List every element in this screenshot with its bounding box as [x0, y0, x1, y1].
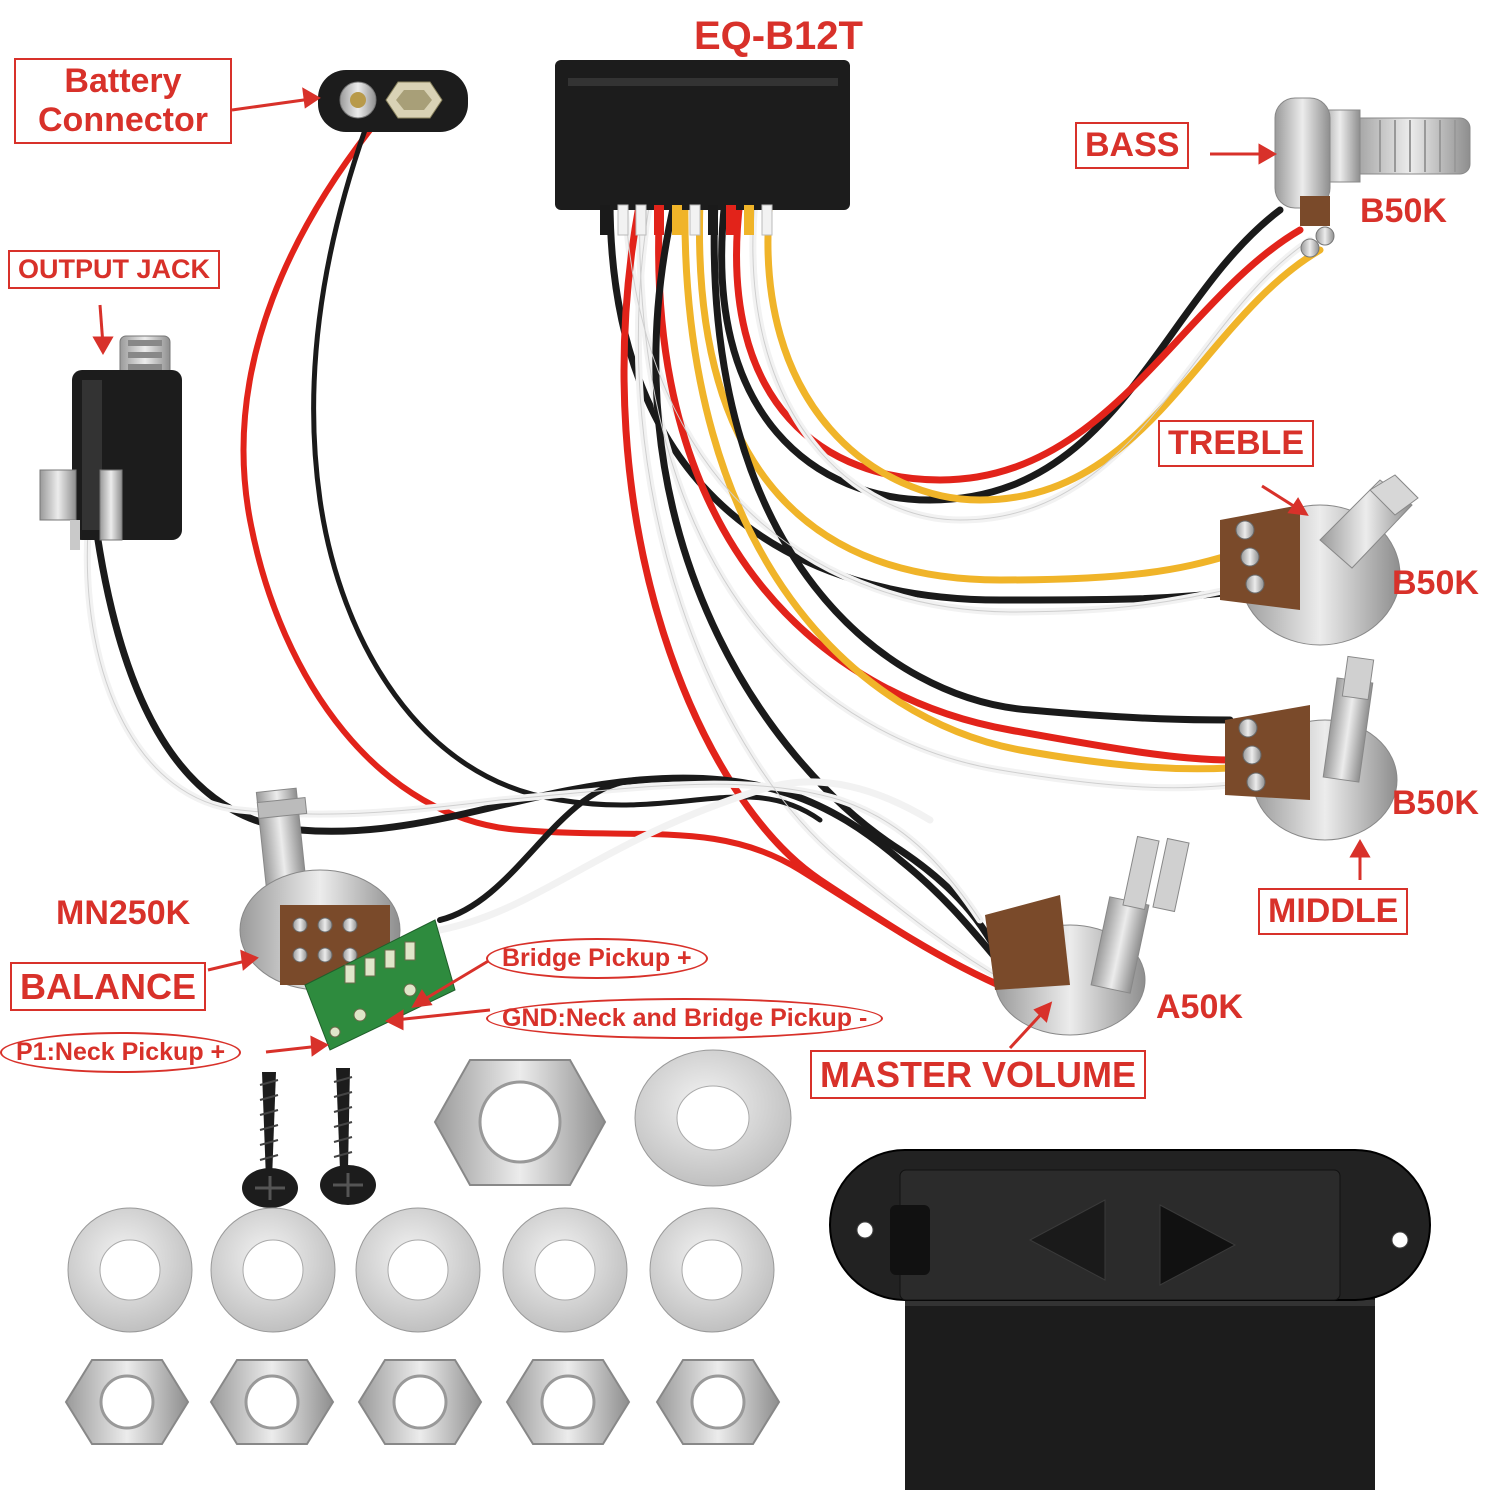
- gnd-label: GND:Neck and Bridge Pickup -: [486, 998, 884, 1039]
- wire-middle-red: [655, 196, 1234, 764]
- small-hex-nuts: [64, 1359, 781, 1445]
- wire-bass-black: [718, 196, 1284, 504]
- wire-treble-black: [606, 196, 1254, 604]
- screw-right: [320, 1068, 376, 1205]
- eq-model-label: EQ-B12T: [694, 14, 863, 58]
- small-washers: [67, 1207, 775, 1333]
- battery-connector-label: Battery Connector: [14, 58, 232, 145]
- nut-3: [357, 1359, 483, 1445]
- washer-5: [649, 1207, 775, 1333]
- callout-arrows: [92, 87, 1371, 1057]
- balance-label: BALANCE: [10, 962, 206, 1012]
- battery-box: [829, 1149, 1431, 1490]
- output-jack: [39, 335, 182, 550]
- nut-1: [64, 1359, 190, 1445]
- treble-label: TREBLE: [1158, 420, 1314, 468]
- large-washer: [634, 1049, 792, 1187]
- battery-snap: [318, 70, 468, 132]
- eq-module: [555, 60, 850, 236]
- wire-treble-yellow: [695, 196, 1234, 584]
- bass-value-label: B50K: [1360, 192, 1447, 230]
- wire-volume-white: [634, 196, 1024, 994]
- battery-door-arrow-right: [1159, 1204, 1237, 1286]
- output-jack-label: OUTPUT JACK: [8, 250, 221, 290]
- p1-neck-pickup-label: P1:Neck Pickup +: [0, 1032, 242, 1073]
- washer-3: [355, 1207, 481, 1333]
- balance-pcb: [304, 919, 456, 1051]
- wire-battery-black: [311, 127, 823, 823]
- bass-label: BASS: [1075, 122, 1190, 170]
- middle-value-label: B50K: [1392, 784, 1479, 822]
- wire-volume-black: [652, 196, 1014, 984]
- mounting-screws: [242, 1068, 376, 1208]
- eq-wire-stubs: [600, 204, 773, 236]
- master-volume-pot: [985, 835, 1190, 1036]
- bridge-pickup-label: Bridge Pickup +: [486, 938, 708, 979]
- battery-door-arrow-left: [1028, 1199, 1106, 1281]
- mn250k-label: MN250K: [56, 894, 191, 932]
- a50k-label: A50K: [1156, 988, 1243, 1026]
- wire-bass-white: [749, 196, 1314, 524]
- middle-pot: [1225, 655, 1398, 841]
- nut-5: [655, 1359, 781, 1445]
- balance-pot: [239, 787, 456, 1051]
- nut-4: [505, 1359, 631, 1445]
- master-volume-label: MASTER VOLUME: [810, 1050, 1147, 1100]
- large-hex-nut: [433, 1059, 607, 1186]
- wire-bass-yellow: [764, 196, 1324, 504]
- treble-pot: [1220, 474, 1419, 646]
- washer-4: [502, 1207, 628, 1333]
- screw-left: [242, 1072, 298, 1208]
- wire-bass-red: [733, 196, 1304, 484]
- wire-middle-yellow: [681, 196, 1234, 773]
- wire-balance-black: [437, 777, 643, 923]
- wire-battery-red: [240, 127, 1003, 988]
- wire-balance-white: [436, 778, 934, 934]
- bass-pot: [1274, 97, 1471, 258]
- washer-2: [210, 1207, 336, 1333]
- washer-1: [67, 1207, 193, 1333]
- nut-2: [209, 1359, 335, 1445]
- middle-label: MIDDLE: [1258, 888, 1409, 936]
- treble-value-label: B50K: [1392, 564, 1479, 602]
- wire-middle-black: [710, 196, 1234, 724]
